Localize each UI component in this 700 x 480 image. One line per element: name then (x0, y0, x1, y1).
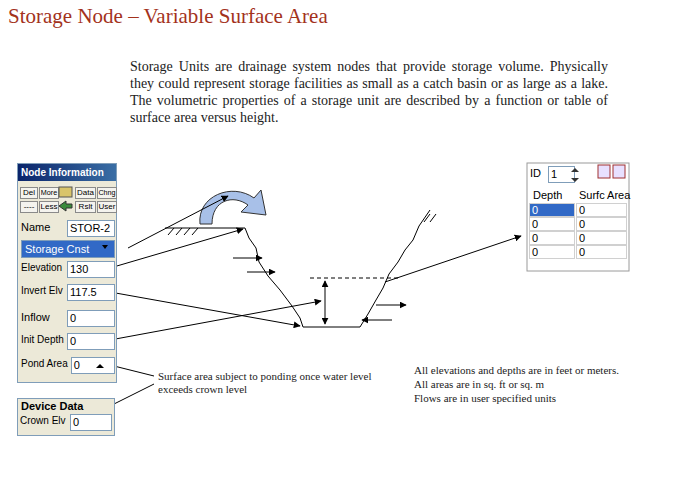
water-level (310, 278, 398, 279)
toolbar-button: User (97, 201, 117, 213)
button-label: Rslt (79, 202, 93, 211)
input-field: Elevation 130 (21, 261, 115, 278)
panel-heading: Node Information (18, 164, 116, 181)
toolbar-button: Chng (97, 187, 117, 199)
table-cell: 0 (529, 231, 575, 245)
panel-heading: Device Data (18, 399, 114, 413)
field-label: Init Depth (21, 334, 64, 345)
note: All areas are in sq. ft or sq. m (414, 377, 684, 391)
table-cell: 0 (576, 217, 627, 231)
field-value: 117.5 (67, 284, 115, 301)
table-cell: Surfc Area (577, 189, 629, 201)
button-label: Less (41, 202, 58, 211)
field-label: Crown Elv (20, 415, 66, 426)
properties-panel: Node InformationDel More Data Chng ---- Less R… (17, 163, 117, 383)
field-value: 130 (67, 261, 115, 278)
table-panel (527, 163, 629, 271)
table-cell: Depth (531, 189, 577, 201)
button-label: ---- (24, 202, 35, 211)
field-label: Elevation (21, 262, 62, 273)
button-label: Del (23, 188, 35, 197)
toolbar-button: Less (39, 201, 59, 213)
field-value: 0 (67, 310, 115, 327)
toolbar-button: ---- (20, 201, 38, 213)
field-value: 0 (67, 333, 115, 350)
button-label: User (99, 202, 116, 211)
input-field: Pond Area0 (21, 357, 115, 374)
input-field: Init Depth0 (21, 333, 115, 350)
description: Storage Units are drainage system nodes … (130, 58, 608, 126)
toolbar-button: More (39, 187, 59, 199)
note: Surface area subject to ponding once wat… (158, 370, 373, 396)
input-field: ID 1 (530, 166, 575, 183)
field-label: Name (21, 221, 50, 233)
table-cell: 0 (576, 203, 627, 217)
properties-panel: Device DataCrown Elv 0 (17, 398, 115, 436)
button-label: More (41, 188, 57, 197)
toolbar-icon (613, 165, 625, 178)
input-field: Invert Elv 117.5 (21, 284, 115, 301)
note: Flows are in user specified units (414, 391, 684, 405)
input-field: Storage Cnst (21, 240, 115, 258)
table-cell: 0 (529, 203, 575, 217)
table-cell: 0 (529, 245, 575, 259)
button-label: Chng (98, 188, 115, 197)
table-cell: 0 (576, 245, 627, 259)
input-field: Inflow 0 (21, 310, 115, 327)
toolbar-button: Rslt (75, 201, 96, 213)
field-label: Inflow (21, 311, 50, 323)
field-value: 0 (70, 414, 112, 431)
table-cell: 0 (529, 217, 575, 231)
field-label: Pond Area (21, 358, 68, 369)
field-value: STOR-2 (67, 220, 115, 237)
field-label: Invert Elv (21, 285, 63, 296)
toolbar-icon (598, 165, 610, 178)
button-label: Data (77, 188, 94, 197)
dropdown-value: Storage Cnst (25, 243, 89, 255)
table-cell: 0 (576, 231, 627, 245)
input-field: Name STOR-2 (21, 220, 115, 237)
note: All elevations and depths are in feet or… (414, 363, 684, 377)
toolbar-button: Del (20, 187, 38, 199)
flow-arrows (233, 258, 406, 320)
title: Storage Node – Variable Surface Area (8, 4, 328, 29)
depth-arrow (325, 281, 326, 324)
curved-arrow (200, 190, 266, 224)
field-value: 1 (548, 166, 575, 183)
field-label: ID (530, 167, 541, 179)
field-value: 0 (71, 357, 115, 374)
toolbar-button: Data (75, 187, 96, 199)
input-field: Crown Elv 0 (20, 414, 112, 431)
